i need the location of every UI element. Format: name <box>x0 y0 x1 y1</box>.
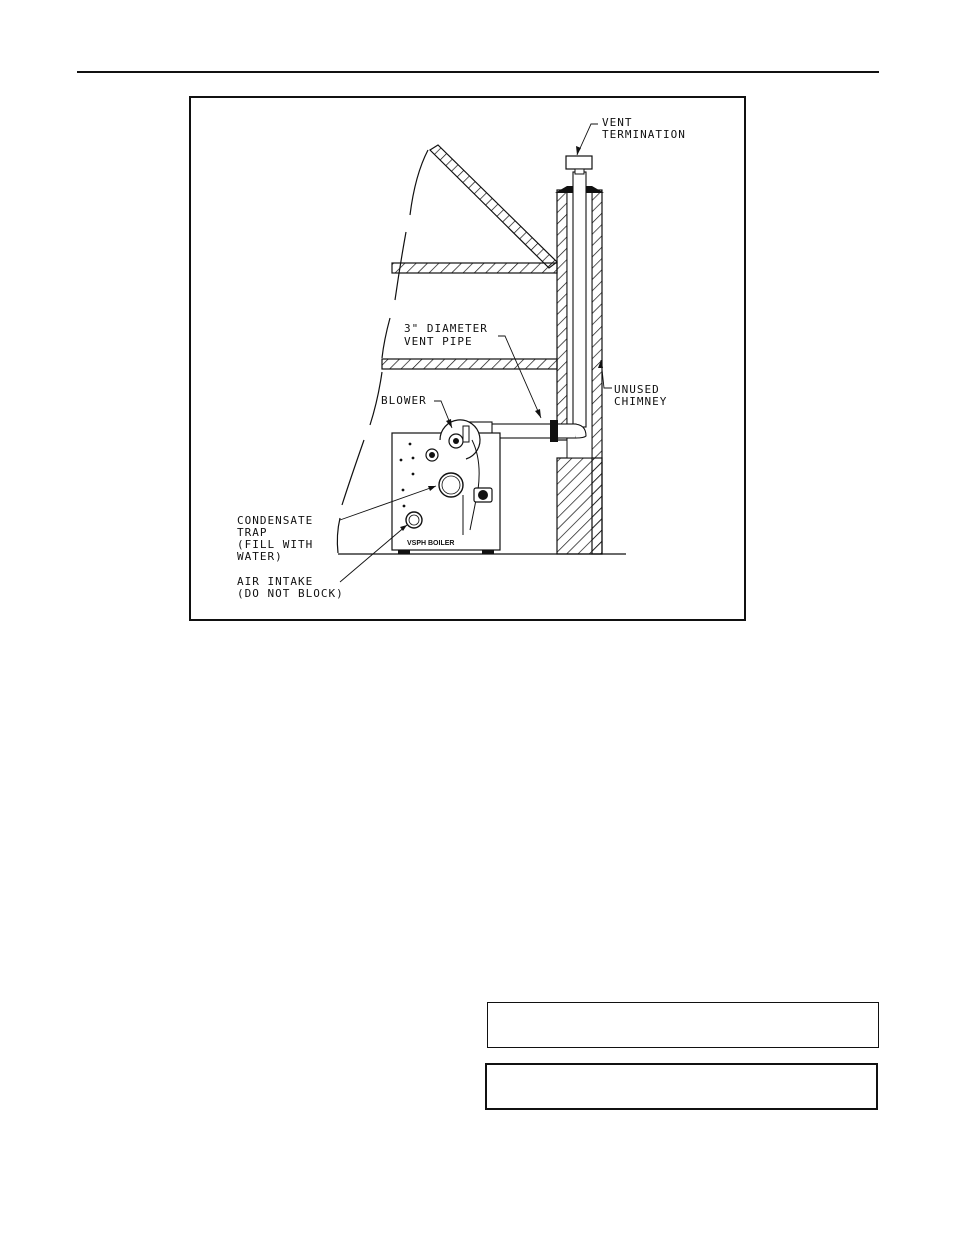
vent-cap-stem <box>575 169 584 174</box>
boiler: VSPH BOILER <box>392 420 500 554</box>
condensate-label-line4: WATER) <box>237 550 283 563</box>
boiler-name-label: VSPH BOILER <box>407 540 454 547</box>
venting-diagram: VSPH BOILER VENT TERMINATION 3" DIAMETER… <box>0 0 954 660</box>
air-intake-label-line2: (DO NOT BLOCK) <box>237 587 344 600</box>
blower-label: BLOWER <box>381 394 427 407</box>
notice-box-2 <box>485 1063 878 1110</box>
vent-pipe-horizontal <box>490 424 576 438</box>
notice-box-1 <box>487 1002 879 1048</box>
vent-pipe-label-line2: VENT PIPE <box>404 335 473 348</box>
unused-chimney-label-line2: CHIMNEY <box>614 395 667 408</box>
vent-pipe-vertical <box>573 172 586 427</box>
roof-rafter <box>430 145 557 268</box>
vent-termination-label-line2: TERMINATION <box>602 128 686 141</box>
vent-pipe-label-line1: 3" DIAMETER <box>404 322 488 335</box>
chimney-base <box>557 458 602 554</box>
upper-floor <box>392 263 557 273</box>
middle-floor <box>382 359 557 369</box>
vent-cap <box>566 156 592 169</box>
chimney-left-wall <box>557 190 567 440</box>
wall-thimble <box>550 420 558 442</box>
